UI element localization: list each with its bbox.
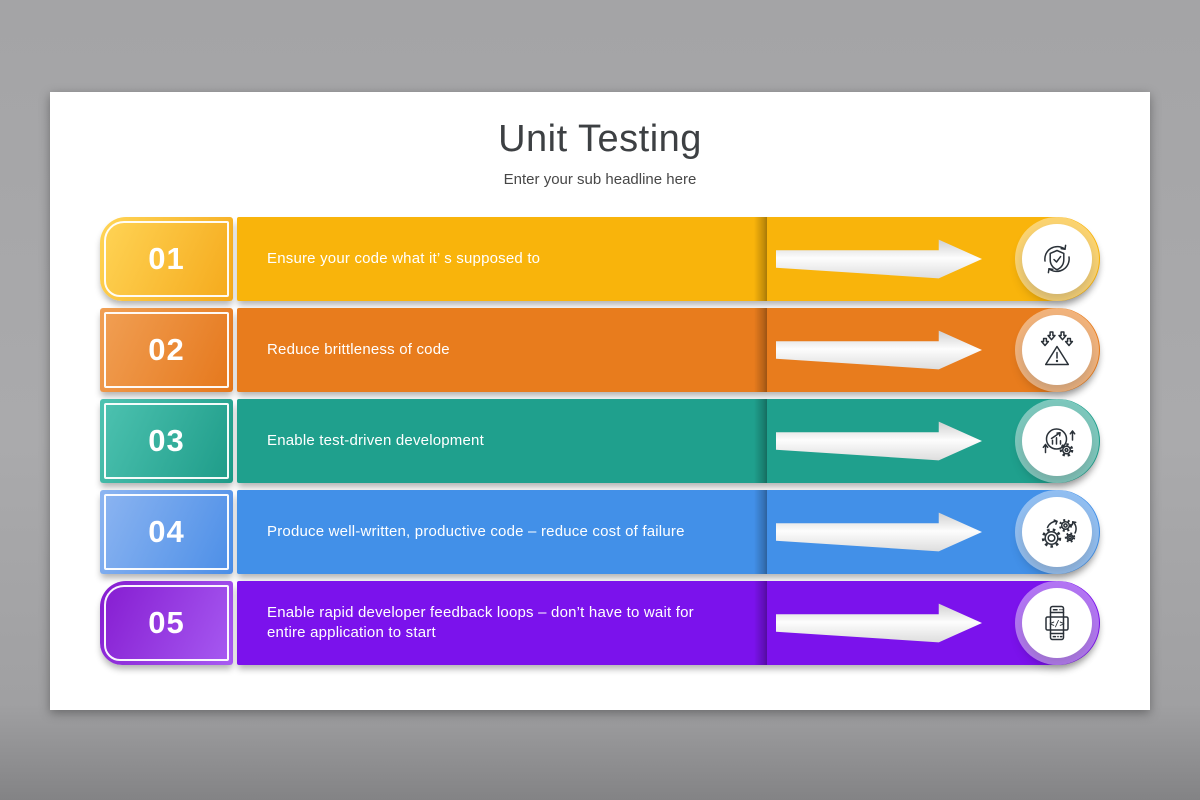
mobile-code-icon: </> xyxy=(1045,605,1069,641)
svg-text:</>: </> xyxy=(1049,620,1064,630)
development-growth-icon xyxy=(1042,428,1076,457)
icon-badge: </> xyxy=(1022,588,1092,658)
step-bar: Ensure your code what it’ s supposed to xyxy=(237,217,1100,301)
ribbon-fold-shadow xyxy=(754,308,767,392)
list-item-03: 03 Enable test-driven development xyxy=(100,399,1100,483)
ribbon-fold-shadow xyxy=(754,581,767,665)
ribbon-fold-shadow xyxy=(754,399,767,483)
step-text: Enable test-driven development xyxy=(267,431,484,449)
step-text: Produce well-written, productive code – … xyxy=(267,522,685,540)
step-bar: Enable rapid developer feedback loops – … xyxy=(237,581,1100,665)
risk-warning-arrows-icon xyxy=(1040,331,1074,366)
list-item-01: 01 Ensure your code what it’ s supposed … xyxy=(100,217,1100,301)
step-number: 04 xyxy=(148,514,185,549)
step-number: 02 xyxy=(148,332,185,367)
ribbon-fold-shadow xyxy=(754,490,767,574)
step-bar: Reduce brittleness of code xyxy=(237,308,1100,392)
step-number: 01 xyxy=(148,241,185,276)
step-text: Reduce brittleness of code xyxy=(267,340,450,358)
right-arrow-icon xyxy=(776,512,982,552)
page-subtitle: Enter your sub headline here xyxy=(503,171,697,188)
icon-badge xyxy=(1022,315,1092,385)
step-number-box: 01 xyxy=(100,217,233,301)
page-title: Unit Testing xyxy=(498,118,702,160)
step-number-box: 03 xyxy=(100,399,233,483)
icon-badge xyxy=(1022,406,1092,476)
step-text: Ensure your code what it’ s supposed to xyxy=(267,249,541,267)
list-item-05: 05 Enable rapid developer feedback loops… xyxy=(100,581,1100,665)
step-bar: Enable test-driven development xyxy=(237,399,1100,483)
list-item-02: 02 Reduce brittleness of code xyxy=(100,308,1100,392)
step-number-box: 04 xyxy=(100,490,233,574)
step-number-box: 05 xyxy=(100,581,233,665)
presentation-slide: Unit Testing Enter your sub headline her… xyxy=(50,92,1150,710)
list-item-04: 04 Produce well-written, productive code… xyxy=(100,490,1100,574)
steps-list: 01 Ensure your code what it’ s supposed … xyxy=(100,217,1100,672)
right-arrow-icon xyxy=(776,239,982,279)
icon-badge xyxy=(1022,497,1092,567)
step-text: Enable rapid developer feedback loops – … xyxy=(267,603,694,641)
step-number: 05 xyxy=(148,605,185,640)
right-arrow-icon xyxy=(776,330,982,370)
ribbon-fold-shadow xyxy=(754,217,767,301)
right-arrow-icon xyxy=(776,421,982,461)
step-number-box: 02 xyxy=(100,308,233,392)
shield-check-refresh-icon xyxy=(1044,244,1070,274)
step-number: 03 xyxy=(148,423,185,458)
right-arrow-icon xyxy=(776,603,982,643)
icon-badge xyxy=(1022,224,1092,294)
step-bar: Produce well-written, productive code – … xyxy=(237,490,1100,574)
gears-process-icon xyxy=(1041,519,1077,548)
